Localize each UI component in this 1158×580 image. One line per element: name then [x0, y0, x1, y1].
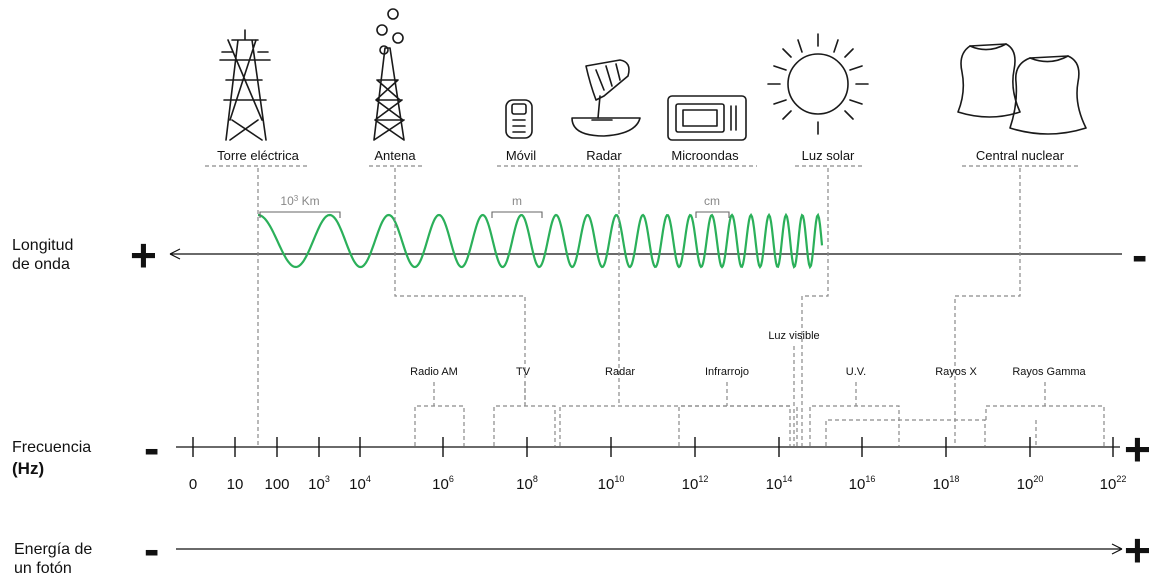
band-bracket-radio-am [414, 382, 465, 446]
frequency-tick-label: 104 [349, 474, 371, 493]
source-band-connectors [257, 168, 1021, 446]
band-bracket-uv [809, 382, 900, 446]
energy-plus-sign: + [1124, 524, 1151, 576]
frequency-tick-label: 106 [432, 474, 454, 493]
energy-row: Energía de un fotón - + [14, 523, 1151, 577]
band-label-rayos-gamma: Rayos Gamma [1012, 366, 1086, 378]
band-label-uv: U.V. [846, 366, 866, 378]
source-label-microondas: Microondas [671, 148, 739, 163]
wavelength-wave [257, 212, 824, 270]
source-label-radar: Radar [586, 148, 622, 163]
frequency-ticks: 0 10 100 103 104 106 108 1010 1012 1014 1016 1018 10… [189, 437, 1127, 493]
nuclear-plant-icon [957, 43, 1087, 135]
band-bracket-luz-visible [793, 346, 798, 446]
source-labels: Torre eléctrica Antena Móvil Radar Micro… [205, 148, 1078, 167]
band-label-tv: TV [516, 366, 531, 378]
energy-label-line1: Energía de [14, 541, 92, 558]
energy-label-line2: un fotón [14, 560, 72, 577]
band-bracket-tv [493, 382, 556, 446]
frequency-tick-label: 1016 [849, 474, 876, 493]
frequency-tick-label: 1010 [598, 474, 625, 493]
band-bracket-rayos-x [825, 419, 986, 446]
band-bracket-radar [559, 405, 791, 446]
wavelength-row: Longitud de onda + - 103 Km m cm [12, 194, 1147, 281]
band-label-rayos-x: Rayos X [935, 366, 977, 378]
band-label-radio-am: Radio AM [410, 366, 458, 378]
source-label-luz-solar: Luz solar [802, 148, 855, 163]
frequency-tick-label: 0 [189, 476, 197, 493]
scale-bracket-cm [695, 211, 730, 218]
antenna-icon [373, 8, 405, 141]
frequency-label-line2: (Hz) [12, 459, 44, 478]
energy-minus-sign: - [144, 523, 159, 575]
scale-label-cm: cm [704, 194, 720, 208]
source-label-central-nuclear: Central nuclear [976, 148, 1065, 163]
wavelength-label-line2: de onda [12, 256, 70, 273]
radar-icon [571, 59, 641, 137]
scale-bracket-km [259, 211, 341, 218]
scale-bracket-m [491, 211, 543, 218]
source-label-movil: Móvil [506, 148, 536, 163]
band-label-luz-visible: Luz visible [768, 330, 819, 342]
band-brackets [414, 346, 1105, 446]
source-label-antena: Antena [374, 148, 416, 163]
frequency-tick-label: 10 [227, 476, 244, 493]
microwave-icon [667, 95, 747, 141]
frequency-label-line1: Frecuencia [12, 439, 91, 456]
scale-label-km: 103 Km [280, 194, 319, 208]
wavelength-label-line1: Longitud [12, 237, 73, 254]
mobile-phone-icon [505, 99, 533, 139]
band-labels: Radio AM TV Radar Infrarrojo Luz visible… [410, 330, 1086, 378]
frequency-tick-label: 100 [264, 476, 289, 493]
frequency-plus-sign: + [1124, 423, 1151, 475]
frequency-minus-sign: - [144, 422, 159, 474]
band-label-infrarrojo: Infrarrojo [705, 366, 749, 378]
frequency-row: Frecuencia (Hz) - + 0 10 100 103 104 106 108 10… [12, 422, 1151, 493]
frequency-tick-label: 1012 [682, 474, 709, 493]
frequency-tick-label: 1020 [1017, 474, 1044, 493]
sun-icon [767, 33, 869, 135]
source-label-torre: Torre eléctrica [217, 148, 299, 163]
frequency-tick-label: 1018 [933, 474, 960, 493]
wavelength-axis-arrowhead [169, 248, 181, 260]
frequency-tick-label: 1022 [1100, 474, 1127, 493]
wavelength-plus-sign: + [130, 229, 157, 281]
scale-label-m: m [512, 194, 522, 208]
frequency-tick-label: 103 [308, 474, 330, 493]
band-bracket-infrarrojo [678, 382, 790, 446]
frequency-tick-label: 108 [516, 474, 538, 493]
energy-axis-arrowhead [1111, 543, 1123, 555]
band-label-radar: Radar [605, 366, 635, 378]
power-tower-icon [219, 29, 271, 141]
band-bracket-rayos-gamma [985, 382, 1105, 446]
wavelength-minus-sign: - [1132, 229, 1147, 281]
frequency-tick-label: 1014 [766, 474, 793, 493]
